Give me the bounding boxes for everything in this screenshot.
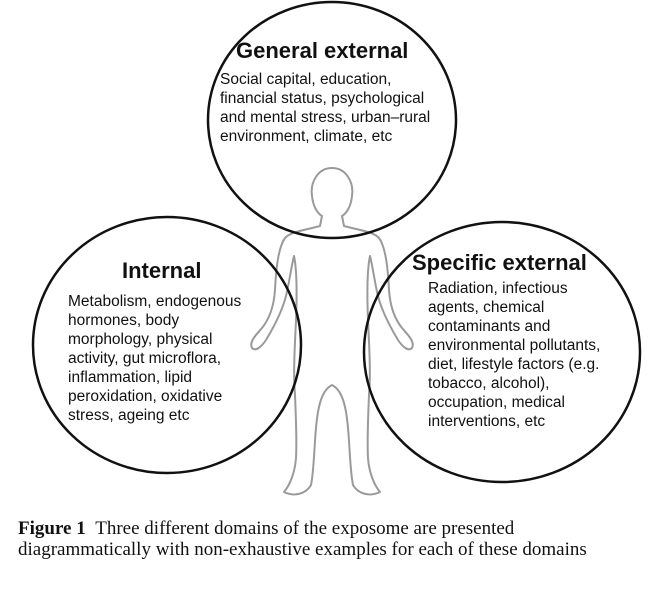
specific-external-title: Specific external bbox=[412, 250, 587, 275]
general-external-line: environment, climate, etc bbox=[220, 128, 393, 145]
general-external-title: General external bbox=[236, 38, 409, 63]
internal-line: morphology, physical bbox=[68, 331, 213, 348]
specific-external-line: occupation, medical bbox=[428, 394, 565, 411]
figure-caption: Figure 1 Three different domains of the … bbox=[18, 518, 648, 560]
specific-external-examples: Radiation, infectious agents, chemical c… bbox=[428, 279, 643, 431]
human-silhouette-icon bbox=[250, 167, 414, 496]
internal-circle bbox=[31, 215, 303, 475]
internal-line: stress, ageing etc bbox=[68, 407, 190, 424]
specific-external-line: Radiation, infectious bbox=[428, 280, 568, 297]
specific-external-line: contaminants and bbox=[428, 318, 551, 335]
general-external-line: and mental stress, urban–rural bbox=[220, 109, 431, 126]
general-external-line: Social capital, education, bbox=[220, 71, 392, 88]
specific-external-line: agents, chemical bbox=[428, 299, 545, 316]
specific-external-circle bbox=[362, 220, 642, 484]
internal-line: peroxidation, oxidative bbox=[68, 388, 223, 405]
figure-caption-text: Three different domains of the exposome … bbox=[18, 518, 587, 560]
internal-line: hormones, body bbox=[68, 312, 180, 329]
internal-line: activity, gut microflora, bbox=[68, 350, 222, 367]
specific-external-line: interventions, etc bbox=[428, 413, 546, 430]
specific-external-line: environmental pollutants, bbox=[428, 337, 601, 354]
exposome-diagram bbox=[31, 0, 642, 496]
internal-line: Metabolism, endogenous bbox=[68, 293, 242, 310]
specific-external-line: diet, lifestyle factors (e.g. bbox=[428, 356, 600, 373]
general-external-examples: Social capital, education, financial sta… bbox=[220, 70, 460, 146]
figure-label: Figure 1 bbox=[18, 518, 86, 539]
specific-external-line: tobacco, alcohol), bbox=[428, 375, 550, 392]
internal-examples: Metabolism, endogenous hormones, body mo… bbox=[68, 292, 288, 425]
general-external-circle bbox=[206, 0, 458, 240]
general-external-line: financial status, psychological bbox=[220, 90, 425, 107]
internal-line: inflammation, lipid bbox=[68, 369, 193, 386]
internal-title: Internal bbox=[122, 258, 202, 283]
